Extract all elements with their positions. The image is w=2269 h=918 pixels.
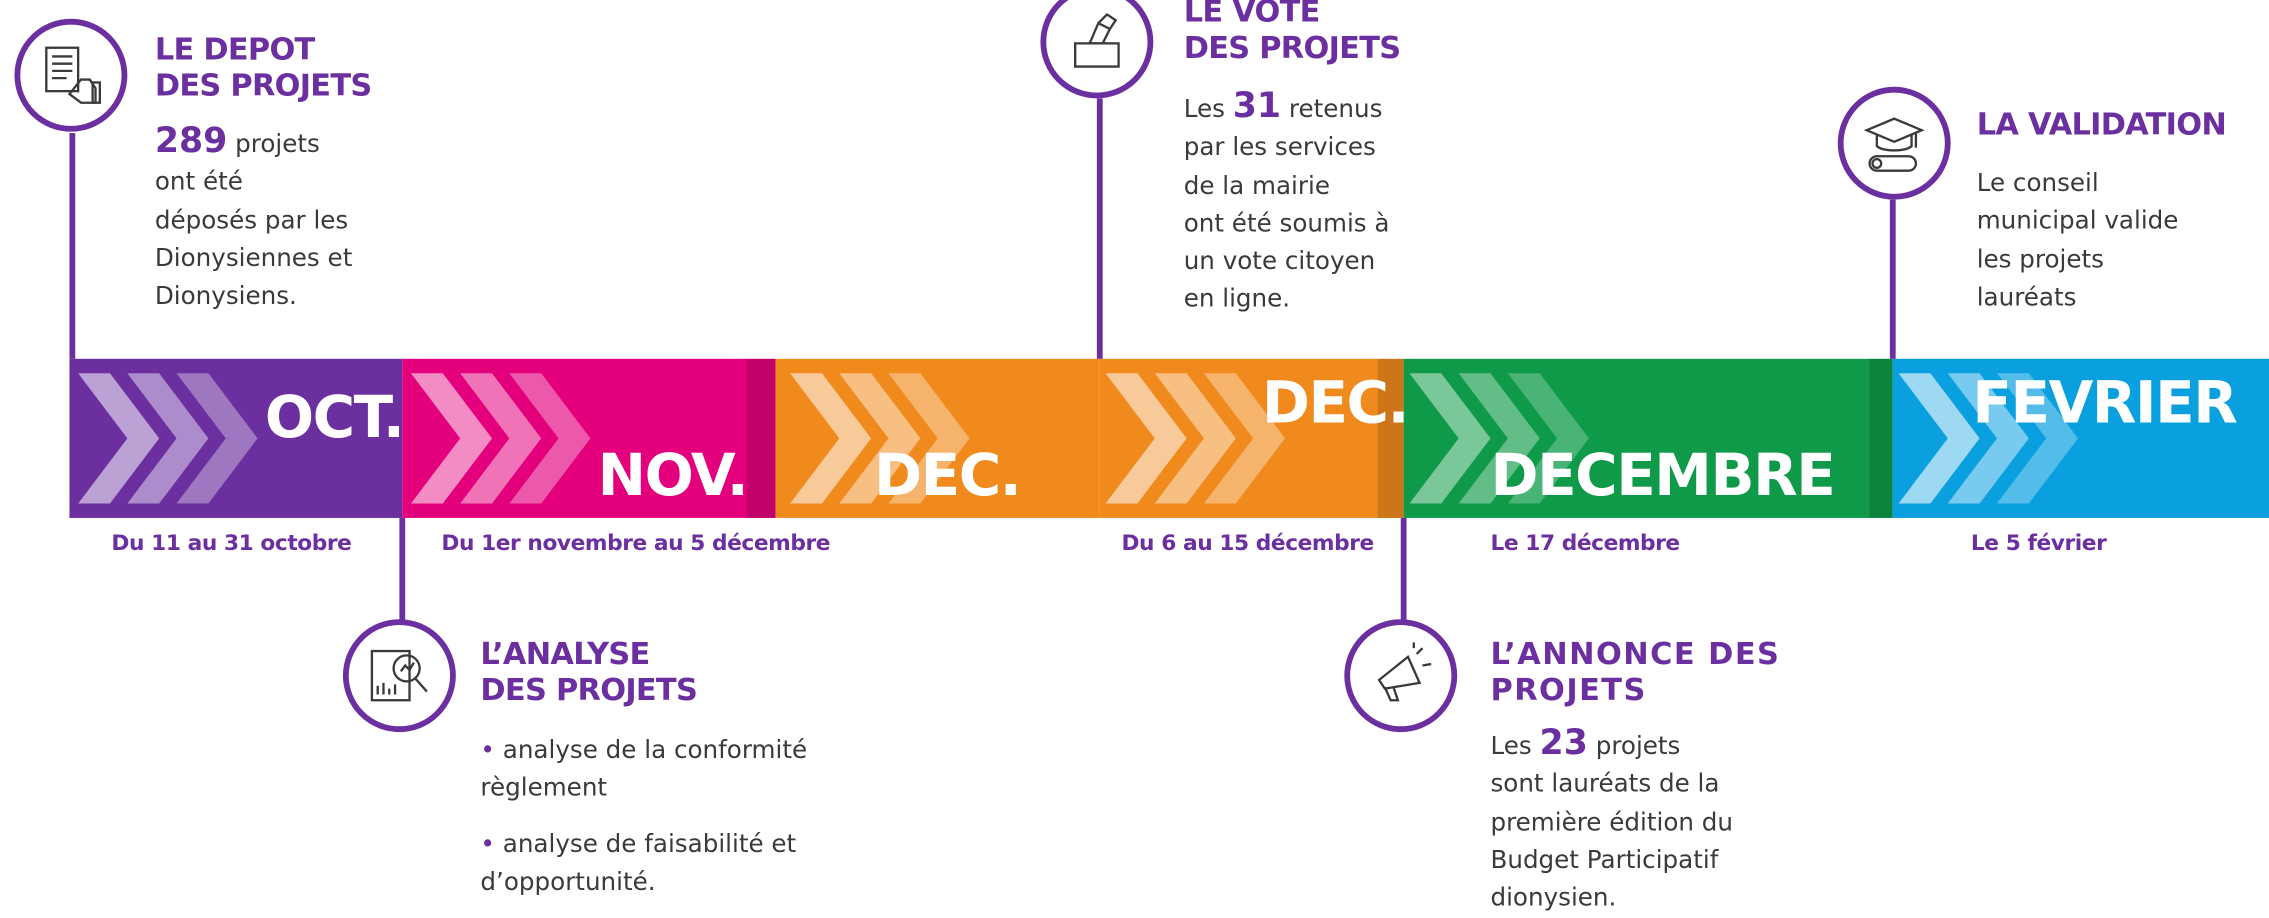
step-title-validation: LA VALIDATION [1976,107,2227,142]
stat-number: 23 [1539,721,1588,763]
step-body-annonce: Les 23 projets sont lauréats de la premi… [1490,721,1733,914]
band-label-oct: OCT. [264,384,403,452]
band-label-fevrier: FEVRIER [1972,370,2237,437]
band-oct: OCT. [69,358,403,518]
ballot-box-icon [1040,0,1154,99]
chevron-arrows [410,358,776,518]
connector-vote [1096,98,1103,359]
band-fevrier: FEVRIER [1892,358,2269,518]
connector-annonce [1400,517,1407,623]
chevron-arrows [1898,373,2078,504]
megaphone-icon [1344,619,1458,733]
chevron-arrows [1105,358,1404,518]
band-label-dec-2: DEC. [1261,370,1404,437]
band-nov: NOV. [402,358,776,518]
date-depot: Du 11 au 31 octobre [111,529,352,556]
step-body-depot: 289 projets ont été déposés par les Dion… [154,120,353,312]
magnifier-report-icon [342,619,456,733]
stat-number: 31 [1232,85,1282,126]
chevron-arrows [1409,358,1893,518]
date-validation: Le 5 février [1970,529,2107,556]
chevron-arrows [78,373,258,504]
connector-depot [69,133,76,359]
date-analyse: Du 1er novembre au 5 décembre [441,529,831,556]
date-vote: Du 6 au 15 décembre [1121,529,1374,556]
step-title-analyse: L’ANALYSE DES PROJETS [480,636,698,708]
connector-analyse [399,517,406,623]
step-title-depot: LE DEPOT DES PROJETS [154,31,372,103]
graduation-cap-diploma-icon [1837,86,1951,200]
band-dec-2: DEC. [1099,358,1404,518]
bullet-dot: • [480,829,495,859]
band-dec-1: DEC. [775,358,1100,518]
step-body-analyse: • analyse de la conformité règlement • a… [480,736,808,897]
chevron-arrows [790,373,970,504]
step-body-vote: Les 31 retenus par les services de la ma… [1183,85,1390,315]
connector-validation [1889,199,1896,359]
step-title-annonce: L’ANNONCE DES PROJETS [1490,636,1781,708]
band-label-dec-1: DEC. [874,442,1022,510]
band-label-decembre: DECEMBRE [1490,442,1835,510]
date-annonce: Le 17 décembre [1490,529,1680,556]
step-title-vote: LE VOTE DES PROJETS [1183,0,1401,66]
band-decembre: DECEMBRE [1403,358,1893,518]
step-body-validation: Le conseil municipal valide les projets … [1976,169,2179,313]
timeline-infographic: OCT. NOV. DEC. DEC. [14,0,2269,913]
band-label-nov: NOV. [597,442,749,510]
document-hand-icon [14,18,128,132]
bullet-dot: • [480,736,495,766]
stat-number: 289 [154,120,228,161]
